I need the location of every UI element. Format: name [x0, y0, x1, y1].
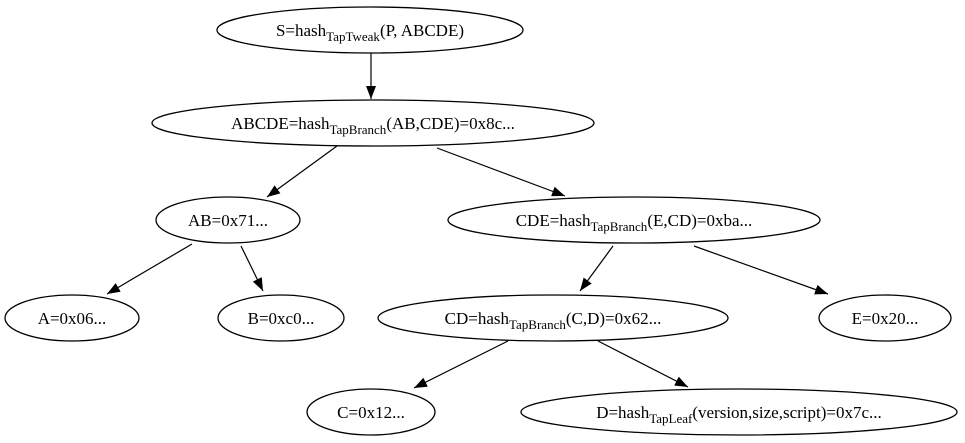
edge-CDE-CD	[579, 245, 614, 292]
node-ABCDE-shape	[151, 99, 595, 147]
node-D-label: D=hashTapLeaf(version,size,script)=0x7c.…	[596, 403, 882, 426]
node-A-label: A=0x06...	[38, 309, 107, 328]
node-E-shape	[818, 294, 952, 342]
node-D-shape	[520, 388, 958, 436]
node-AB: AB=0x71...	[155, 196, 301, 244]
node-CD-shape	[377, 294, 729, 342]
node-B-label: B=0xc0...	[248, 309, 315, 328]
node-S-label: S=hashTapTweak(P, ABCDE)	[276, 21, 464, 44]
node-A: A=0x06...	[4, 294, 140, 342]
node-B: B=0xc0...	[217, 294, 345, 342]
node-AB-label: AB=0x71...	[188, 211, 268, 230]
edges-layer	[106, 53, 829, 389]
node-S-shape	[216, 6, 524, 54]
edge-CD-C	[413, 340, 509, 389]
edge-AB-A	[106, 243, 193, 295]
edge-ABCDE-CDE	[436, 147, 566, 197]
node-ABCDE: ABCDE=hashTapBranch(AB,CDE)=0x8c...	[151, 99, 595, 147]
node-CDE-label: CDE=hashTapBranch(E,CD)=0xba...	[516, 211, 753, 234]
nodes-layer: S=hashTapTweak(P, ABCDE) ABCDE=hashTapBr…	[4, 6, 958, 436]
node-CDE: CDE=hashTapBranch(E,CD)=0xba...	[447, 196, 821, 244]
node-ABCDE-label: ABCDE=hashTapBranch(AB,CDE)=0x8c...	[231, 114, 515, 137]
node-E: E=0x20...	[818, 294, 952, 342]
edge-CDE-E	[693, 245, 829, 295]
edge-ABCDE-AB	[266, 145, 338, 198]
node-S: S=hashTapTweak(P, ABCDE)	[216, 6, 524, 54]
node-B-shape	[217, 294, 345, 342]
node-D: D=hashTapLeaf(version,size,script)=0x7c.…	[520, 388, 958, 436]
node-AB-shape	[155, 196, 301, 244]
edge-AB-B	[240, 245, 264, 292]
node-A-shape	[4, 294, 140, 342]
node-E-label: E=0x20...	[852, 309, 919, 328]
node-C-label: C=0x12...	[337, 403, 405, 422]
node-C-shape	[306, 388, 436, 436]
node-CD-label: CD=hashTapBranch(C,D)=0x62...	[445, 309, 662, 332]
node-C: C=0x12...	[306, 388, 436, 436]
edge-CD-D	[597, 340, 689, 388]
node-CD: CD=hashTapBranch(C,D)=0x62...	[377, 294, 729, 342]
node-CDE-shape	[447, 196, 821, 244]
